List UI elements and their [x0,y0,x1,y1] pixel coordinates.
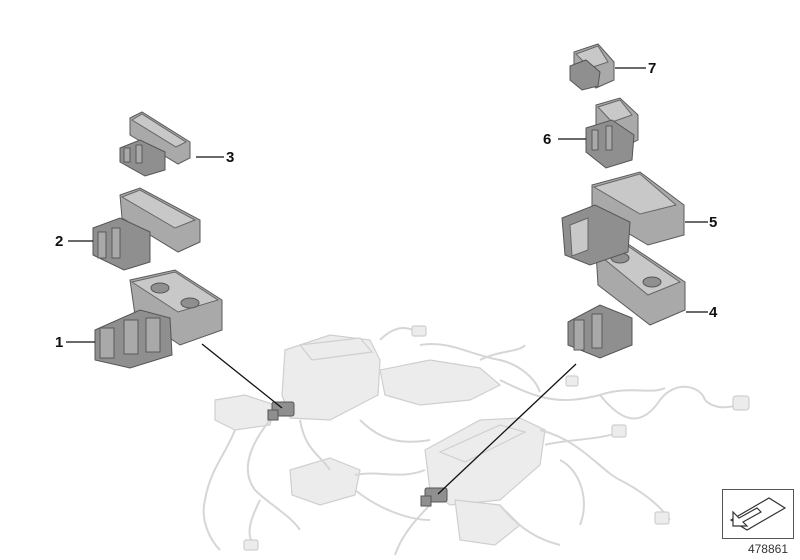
ghost-engine-harness [202,325,750,556]
callout-5: 5 [709,214,717,231]
part-1-holder[interactable] [94,269,223,369]
part-3-clip[interactable] [119,111,191,177]
callout-1: 1 [55,334,63,351]
part-7-clip[interactable] [569,43,615,91]
callout-7: 7 [648,60,656,77]
part-4-holder[interactable] [567,241,686,359]
diagram-number: 478861 [747,542,788,556]
callout-2: 2 [55,233,63,250]
callout-6: 6 [543,131,551,148]
callout-3: 3 [226,149,234,166]
mounted-bracket-lower [420,487,448,507]
part-5-cover[interactable] [561,171,685,266]
callout-4: 4 [709,304,718,321]
mounted-bracket-upper [267,401,295,421]
arrow-sheet-icon [722,489,794,539]
part-6-clip[interactable] [585,97,639,169]
leader-lines [66,67,708,495]
part-2-cover[interactable] [92,187,201,271]
